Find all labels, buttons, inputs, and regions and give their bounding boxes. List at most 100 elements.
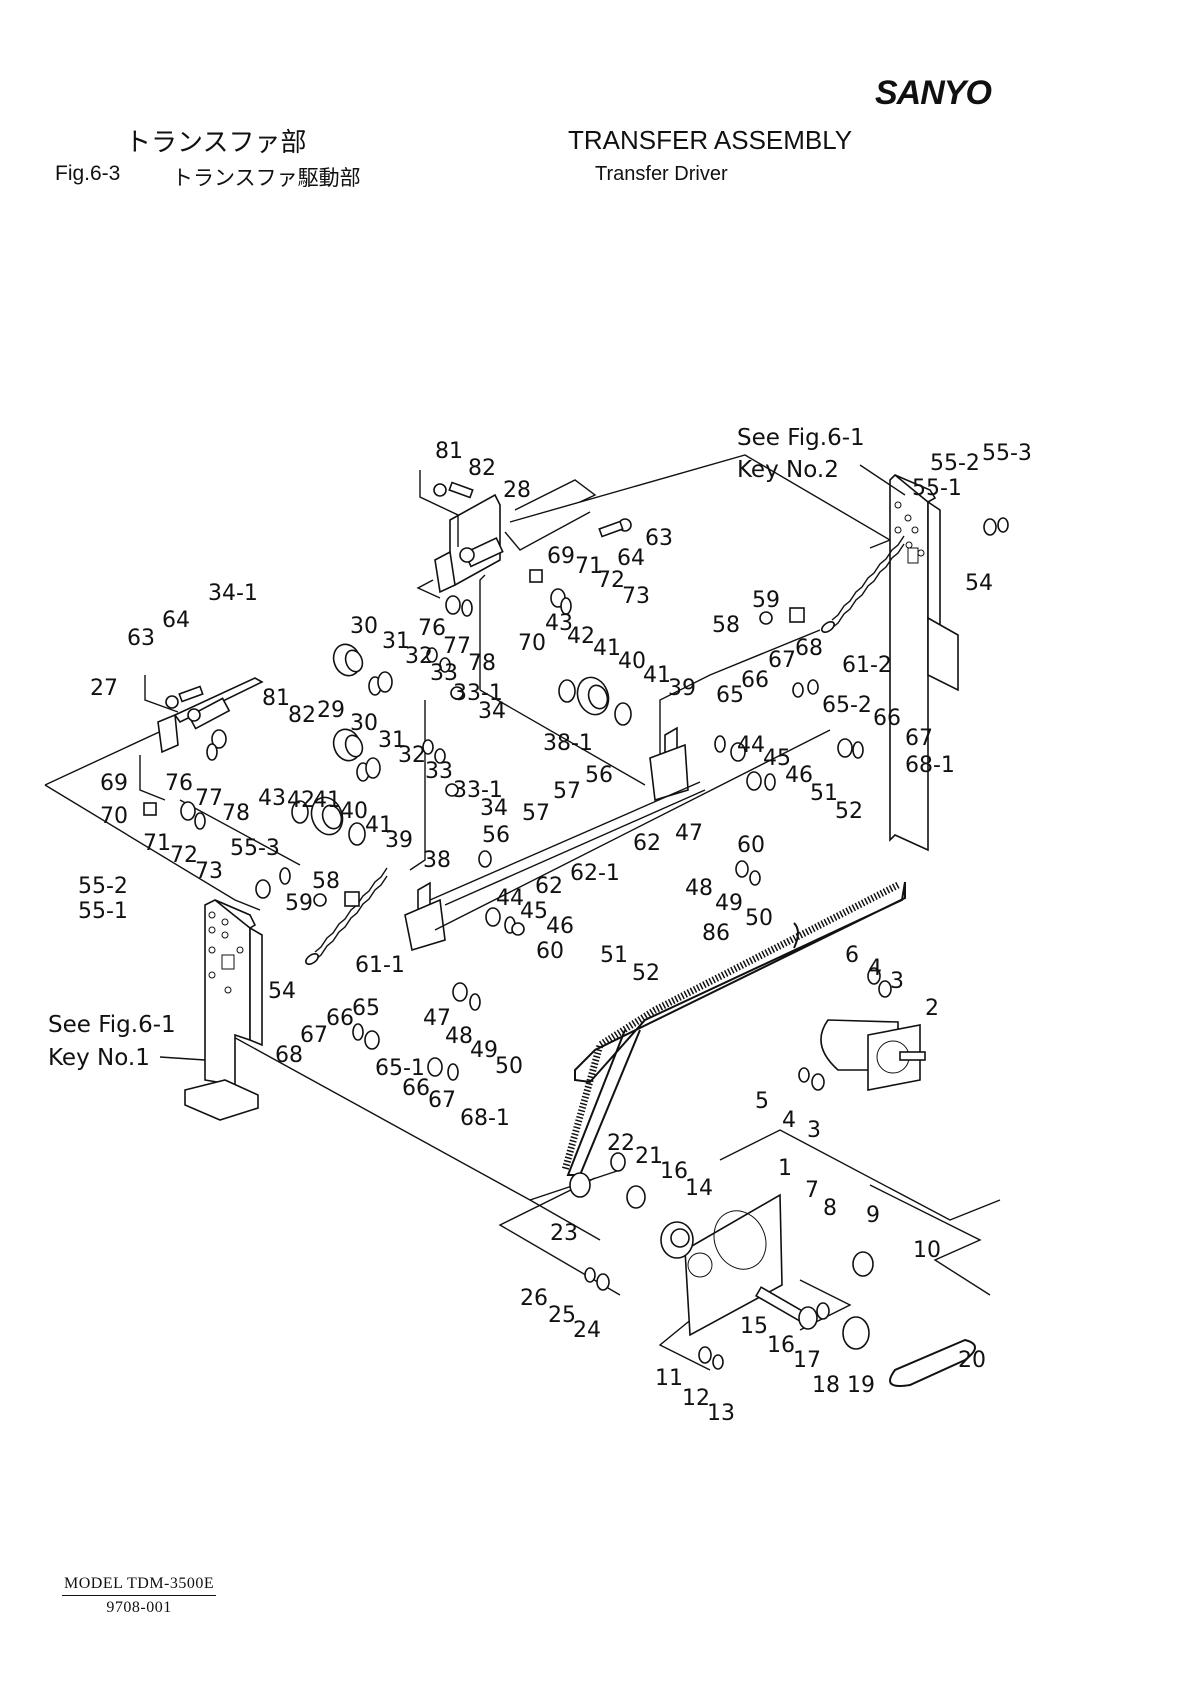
callout: 55-1 xyxy=(912,476,962,501)
callout: 39 xyxy=(385,828,413,853)
callout: 55-2 xyxy=(930,451,980,476)
callout: 67 xyxy=(905,726,933,751)
callout: 65-1 xyxy=(375,1056,425,1081)
callout: 13 xyxy=(707,1401,735,1426)
callout: 48 xyxy=(685,876,713,901)
callouts-left-bracket: 34-1 64 63 27 30 31 32 33 33-1 34 81 82 … xyxy=(90,581,508,884)
spring-61-1 xyxy=(305,867,388,965)
ref-note-key2-line2: Key No.2 xyxy=(737,457,839,483)
callout: 70 xyxy=(100,804,128,829)
callout: 56 xyxy=(482,823,510,848)
callout: 32 xyxy=(405,644,433,669)
callout: 34-1 xyxy=(208,581,258,606)
callout: 14 xyxy=(685,1176,713,1201)
callout: 49 xyxy=(470,1038,498,1063)
callout: 52 xyxy=(835,799,863,824)
callout: 41 xyxy=(643,663,671,688)
footer: MODEL TDM-3500E 9708-001 xyxy=(62,1575,217,1617)
callout: 38 xyxy=(423,848,451,873)
callout: 30 xyxy=(350,614,378,639)
callout: 31 xyxy=(378,728,406,753)
callout: 34 xyxy=(480,796,508,821)
callout: 58 xyxy=(712,613,740,638)
callout: 6 xyxy=(845,943,859,968)
stand-right xyxy=(889,474,959,852)
figure-number: Fig.6-3 xyxy=(55,162,121,185)
ref-note-key2-line1: See Fig.6-1 xyxy=(737,425,865,451)
callout: 62-1 xyxy=(570,861,620,886)
callout: 55-3 xyxy=(982,441,1032,466)
callouts-left-stand: 55-3 55-2 55-1 58 59 61-1 54 65 66 67 68… xyxy=(78,836,523,1131)
callout: 82 xyxy=(288,703,316,728)
callout: 71 xyxy=(143,831,171,856)
callout: 68 xyxy=(795,636,823,661)
brand-logo: SANYO xyxy=(875,74,992,112)
callout: 77 xyxy=(443,634,471,659)
callout: 7 xyxy=(805,1178,819,1203)
callout: 51 xyxy=(810,781,838,806)
callout: 33 xyxy=(425,759,453,784)
callout: 16 xyxy=(660,1159,688,1184)
callout: 68-1 xyxy=(460,1106,510,1131)
callout: 23 xyxy=(550,1221,578,1246)
callout: 62 xyxy=(633,831,661,856)
callout: 41 xyxy=(313,788,341,813)
subtitle-japanese: トランスファ駆動部 xyxy=(172,166,361,190)
bracket-38 xyxy=(404,726,831,952)
callout: 65-2 xyxy=(822,693,872,718)
callout: 57 xyxy=(522,801,550,826)
callout: 60 xyxy=(737,833,765,858)
callout: 44 xyxy=(737,733,765,758)
document-code: 9708-001 xyxy=(106,1599,172,1616)
callout: 40 xyxy=(340,799,368,824)
callout: 67 xyxy=(300,1023,328,1048)
callout: 65 xyxy=(716,683,744,708)
callout: 64 xyxy=(617,546,645,571)
callout: 11 xyxy=(655,1366,683,1391)
callout: 66 xyxy=(873,706,901,731)
callout: 58 xyxy=(312,869,340,894)
callout: 42 xyxy=(567,624,595,649)
callout: 2 xyxy=(925,996,939,1021)
model-number: MODEL TDM-3500E xyxy=(62,1575,217,1596)
callout: 59 xyxy=(752,588,780,613)
callout: 68-1 xyxy=(905,753,955,778)
spring-61-2 xyxy=(821,535,905,633)
callout: 69 xyxy=(100,771,128,796)
callout: 72 xyxy=(170,843,198,868)
pulley-assembly-upper xyxy=(332,643,393,782)
ref-note-key1-line1: See Fig.6-1 xyxy=(48,1012,176,1038)
callout: 32 xyxy=(398,743,426,768)
callout: 60 xyxy=(536,939,564,964)
subtitle-english: Transfer Driver xyxy=(595,163,728,185)
callouts-right-stand: 55-2 55-3 55-1 54 59 58 68 67 61-2 66 65… xyxy=(712,441,1032,778)
callout: 43 xyxy=(545,611,573,636)
callout: 42 xyxy=(287,788,315,813)
callout: 61-2 xyxy=(842,653,892,678)
callout: 25 xyxy=(548,1303,576,1328)
callout: 63 xyxy=(127,626,155,651)
callout: 78 xyxy=(222,801,250,826)
callouts-center-frame: 38-1 56 57 44 45 46 51 52 62 47 60 48 49… xyxy=(423,731,863,986)
callout: 22 xyxy=(607,1131,635,1156)
callout: 73 xyxy=(622,584,650,609)
callout: 17 xyxy=(793,1348,821,1373)
callout: 41 xyxy=(365,813,393,838)
callout: 62 xyxy=(535,874,563,899)
callout: 71 xyxy=(575,554,603,579)
callout: 73 xyxy=(195,859,223,884)
callout: 64 xyxy=(162,608,190,633)
callout: 33 xyxy=(430,661,458,686)
callout: 10 xyxy=(913,1238,941,1263)
stand-left xyxy=(184,899,263,1121)
callout: 43 xyxy=(258,786,286,811)
drive-plate-1 xyxy=(569,1172,976,1387)
callout: 46 xyxy=(785,763,813,788)
title-japanese: トランスファ部 xyxy=(125,128,307,158)
callout: 28 xyxy=(503,478,531,503)
callout: 56 xyxy=(585,763,613,788)
callout: 46 xyxy=(546,914,574,939)
callout: 78 xyxy=(468,651,496,676)
callout: 5 xyxy=(755,1089,769,1114)
callout: 50 xyxy=(495,1054,523,1079)
